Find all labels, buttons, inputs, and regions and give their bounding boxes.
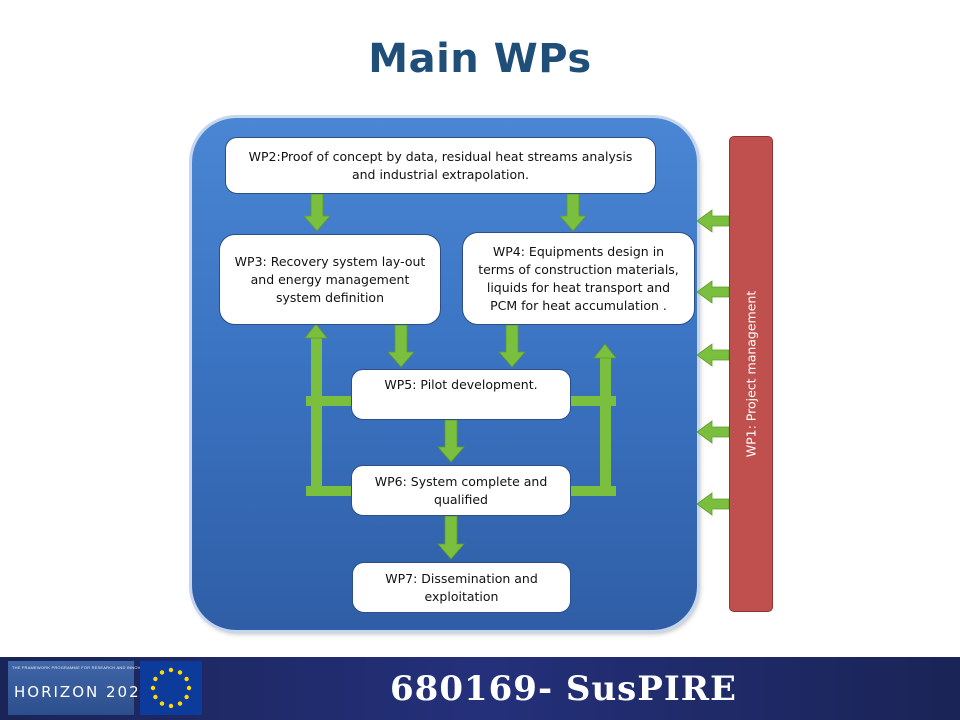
right-loop-arrowhead xyxy=(593,343,617,359)
right-loop-vertical xyxy=(600,358,611,492)
wp4-box: WP4: Equipments design in terms of const… xyxy=(462,232,695,325)
left-loop-top-horizontal xyxy=(306,396,352,406)
arrow-wp1-1 xyxy=(696,209,730,233)
arrow-wp2-to-wp4 xyxy=(559,193,587,232)
horizon-2020-logo: THE FRAMEWORK PROGRAMME FOR RESEARCH AND… xyxy=(8,661,153,715)
arrow-wp2-to-wp3 xyxy=(303,193,331,232)
slide-title: Main WPs xyxy=(368,36,592,82)
arrow-wp4-to-wp5 xyxy=(498,324,526,368)
arrow-wp1-4 xyxy=(696,420,730,444)
left-loop-arrowhead xyxy=(304,323,328,339)
wp3-box: WP3: Recovery system lay-out and energy … xyxy=(219,234,441,325)
project-label: 680169- SusPIRE xyxy=(390,669,737,709)
wp1-label: WP1: Project management xyxy=(743,290,759,458)
wp2-box: WP2:Proof of concept by data, residual h… xyxy=(225,137,656,194)
eu-flag-icon xyxy=(140,661,202,715)
right-loop-bottom-horizontal xyxy=(570,486,616,496)
left-loop-vertical xyxy=(311,336,322,492)
arrow-wp3-to-wp5 xyxy=(387,324,415,368)
program-name: HORIZON 2020 xyxy=(14,683,153,701)
arrow-wp1-5 xyxy=(696,492,730,516)
right-loop-top-horizontal xyxy=(570,396,616,406)
left-loop-bottom-horizontal xyxy=(306,486,352,496)
wp1-project-management-bar: WP1: Project management xyxy=(729,136,773,612)
arrow-wp6-to-wp7 xyxy=(437,515,465,560)
arrow-wp1-2 xyxy=(696,280,730,304)
program-tagline: THE FRAMEWORK PROGRAMME FOR RESEARCH AND… xyxy=(12,665,154,670)
footer-bar: THE FRAMEWORK PROGRAMME FOR RESEARCH AND… xyxy=(0,657,960,720)
wp6-box: WP6: System complete and qualified xyxy=(351,465,571,516)
arrow-wp5-to-wp6 xyxy=(437,419,465,463)
wp7-box: WP7: Dissemination and exploitation xyxy=(352,562,571,613)
arrow-wp1-3 xyxy=(696,343,730,367)
wp5-box: WP5: Pilot development. xyxy=(351,369,571,420)
